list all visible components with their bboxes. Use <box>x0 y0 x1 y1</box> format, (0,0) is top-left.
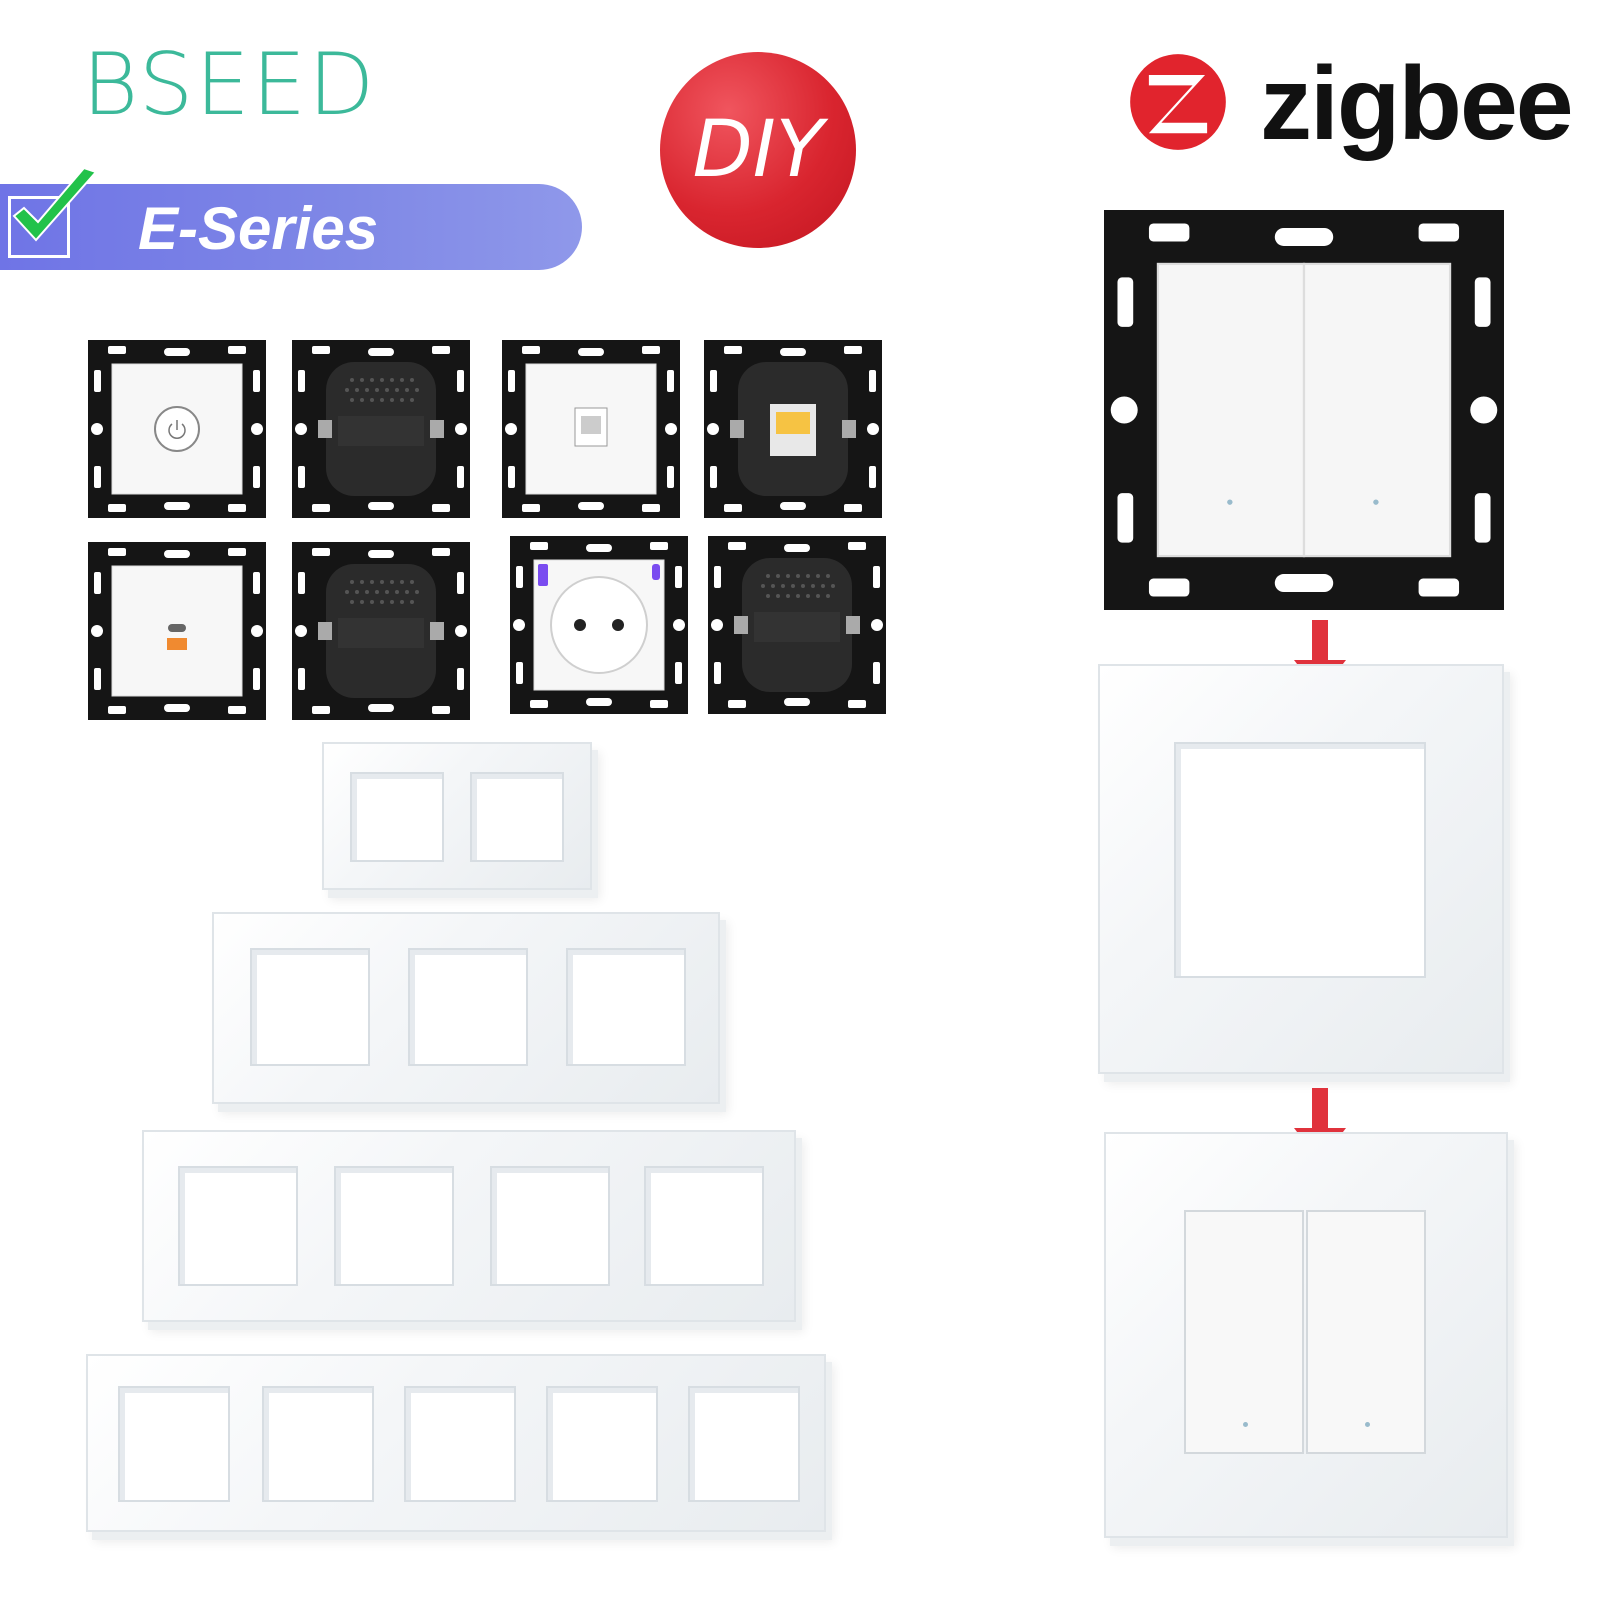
frame-opening <box>566 948 686 1066</box>
schuko-socket-module-back <box>708 536 886 714</box>
frame-opening <box>1174 742 1426 978</box>
zigbee-wordmark: zigbee <box>1260 46 1574 162</box>
frame-opening <box>688 1386 800 1502</box>
indicator-led <box>1365 1422 1370 1427</box>
right-rocker <box>1306 1210 1426 1454</box>
quintuple-frame <box>86 1354 826 1532</box>
diy-badge: DIY <box>660 52 856 248</box>
series-label: E-Series <box>138 195 379 262</box>
double-frame <box>322 742 592 890</box>
frame-opening <box>644 1166 764 1286</box>
frame-opening <box>350 772 444 862</box>
assembled-double-switch <box>1104 1132 1508 1538</box>
left-rocker <box>1184 1210 1304 1454</box>
frame-opening <box>334 1166 454 1286</box>
frame-opening <box>178 1166 298 1286</box>
quadruple-frame <box>142 1130 796 1322</box>
frame-opening <box>404 1386 516 1502</box>
dimmer-module-back <box>292 340 470 518</box>
series-banner: E-Series <box>0 166 582 270</box>
frame-opening <box>470 772 564 862</box>
dimmer-knob-module <box>88 340 266 518</box>
frame-opening <box>250 948 370 1066</box>
frame-opening <box>546 1386 658 1502</box>
triple-frame <box>212 912 720 1104</box>
checkmark-icon <box>12 166 98 242</box>
zigbee-icon <box>1130 54 1226 150</box>
rj45-data-module <box>502 340 680 518</box>
schuko-socket-usb-module <box>510 536 688 714</box>
usb-charger-module <box>88 542 266 720</box>
frame-opening <box>262 1386 374 1502</box>
frame-opening <box>490 1166 610 1286</box>
frame-opening <box>408 948 528 1066</box>
bseed-logo: BSEED <box>82 35 377 135</box>
indicator-led <box>1243 1422 1248 1427</box>
single-glass-frame <box>1098 664 1504 1074</box>
frame-opening <box>118 1386 230 1502</box>
usb-charger-module-back <box>292 542 470 720</box>
zigbee-double-switch-module <box>1104 210 1504 610</box>
checkbox-icon <box>8 196 70 258</box>
rj45-data-module-back <box>704 340 882 518</box>
